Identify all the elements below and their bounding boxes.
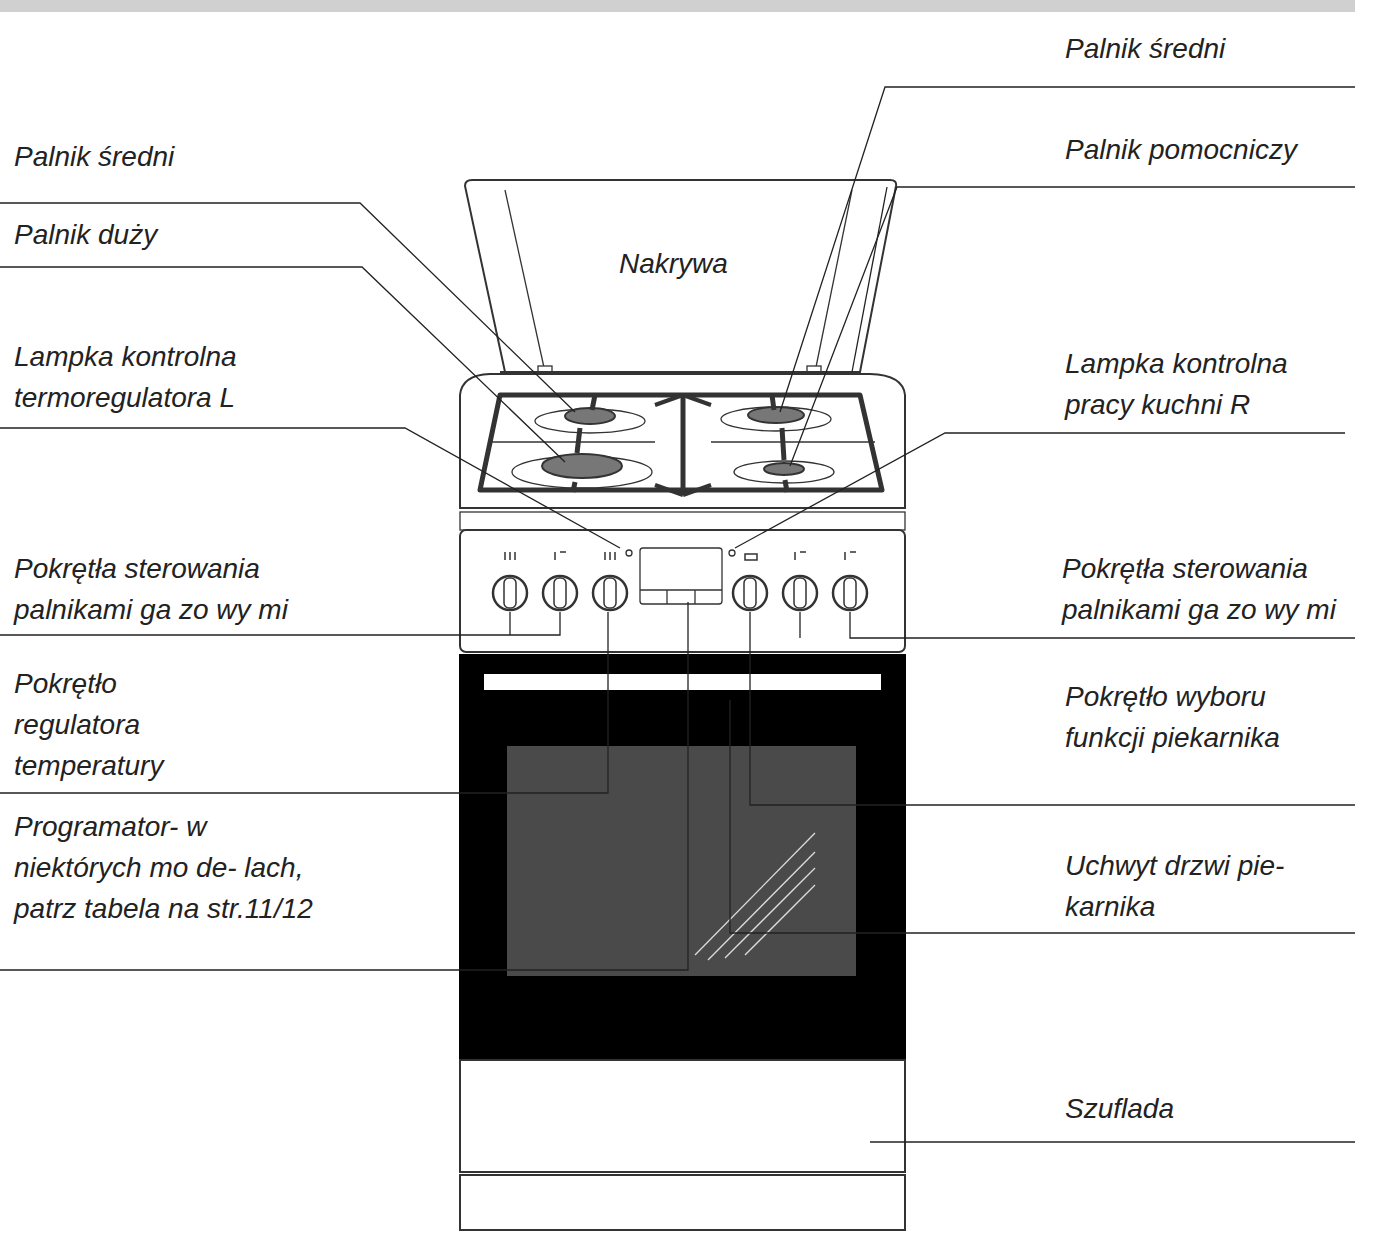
part-label: Pokrętło regulatora temperatury <box>14 663 219 786</box>
part-label: Lampka kontrolna termoregulatora L <box>14 336 304 418</box>
part-label: Uchwyt drzwi pie- karnika <box>1065 845 1330 927</box>
part-label: Nakrywa <box>617 243 730 284</box>
header-bar <box>0 0 1355 12</box>
part-label: Pokrętło wyboru funkcji piekarnika <box>1065 676 1290 758</box>
part-label: Palnik pomocniczy <box>1065 129 1297 170</box>
part-label: Palnik średni <box>14 136 174 177</box>
part-label: Programator- w niektórych mo de- lach, p… <box>14 806 334 929</box>
part-label: Palnik średni <box>1065 28 1225 69</box>
part-label: Palnik duży <box>14 214 157 255</box>
part-label: Szuflada <box>1065 1088 1174 1129</box>
part-label: Lampka kontrolna pracy kuchni R <box>1065 343 1355 425</box>
part-label: Pokrętła sterowania palnikami ga zo wy m… <box>1062 548 1392 630</box>
part-label: Pokrętła sterowania palnikami ga zo wy m… <box>14 548 364 630</box>
